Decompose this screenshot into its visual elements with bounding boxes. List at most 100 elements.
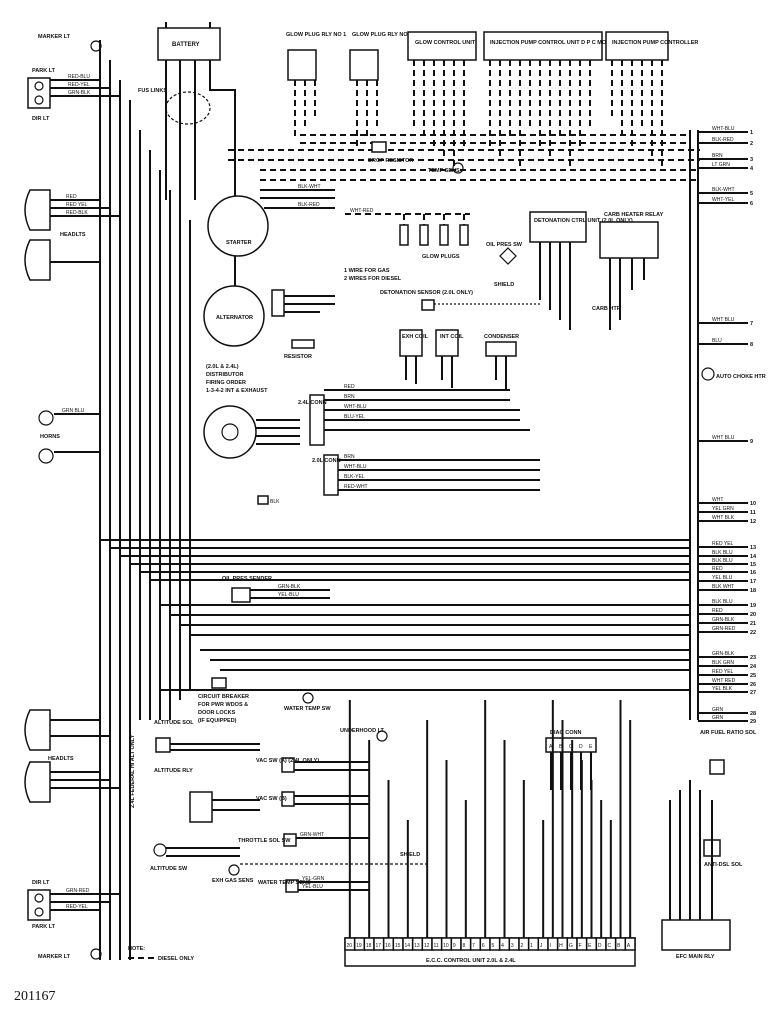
wire-label: RED-BLK (66, 210, 88, 216)
terminal-number: 5 (750, 191, 753, 197)
altitude-sw (153, 843, 167, 857)
alternator-connector (271, 289, 285, 317)
marker-lt-top-label: MARKER LT (38, 34, 71, 40)
terminal-number: 20 (750, 612, 756, 618)
injection-pump-dpc-label: INJECTION PUMP CONTROL UNIT D P C MODULE (490, 40, 621, 46)
carb-heater-relay (599, 221, 659, 259)
terminal-wire-label: LT GRN (712, 162, 730, 168)
terminal-number: 18 (750, 588, 756, 594)
dir-lt-top-label: DIR LT (32, 116, 50, 122)
terminal-number: 29 (750, 719, 756, 725)
terminal-number: 7 (750, 321, 753, 327)
wire-label: GRN-RED (66, 888, 90, 894)
glow-control-unit-label: GLOW CONTROL UNIT (415, 40, 476, 46)
diag-pin-label: A (549, 744, 553, 750)
headlight-lower-1 (24, 709, 51, 751)
headlts-top-label: HEADLTS (60, 232, 86, 238)
shield-label: SHIELD (494, 282, 514, 288)
diag-pin-label: E (589, 744, 593, 750)
glow-plugs-label: GLOW PLUGS (422, 254, 460, 260)
ecu-pin-label: 8 (463, 943, 466, 949)
carb-htr-label: CARB HTR (592, 306, 621, 312)
ecu-pin-label: 16 (385, 943, 391, 949)
headlight-upper-1 (24, 189, 51, 231)
resistor-label: RESISTOR (284, 354, 312, 360)
park-lamp-bottom-icon (34, 907, 44, 917)
horn-1 (38, 410, 54, 426)
diag-pin-label: D (579, 744, 583, 750)
condenser-label: CONDENSER (484, 334, 519, 340)
terminal-number: 21 (750, 621, 756, 627)
wire-label: RED (66, 194, 77, 200)
terminal-wire-label: BLK-WHT (712, 187, 735, 193)
glow-plug-rly-2-label: GLOW PLUG RLY NO 2 (352, 32, 412, 38)
terminal-wire-label: RED (712, 566, 723, 572)
detonation-sensor-label: DETONATION SENSOR (2.0L ONLY) (380, 290, 473, 296)
federal-hi-alt-label: 2.4L FEDERAL HI ALT ONLY (130, 734, 136, 808)
ecu-pin-label: C (608, 943, 612, 949)
wire-label: BLK-WHT (298, 184, 321, 190)
terminal-number: 22 (750, 630, 756, 636)
ecu-pin-label: 12 (424, 943, 430, 949)
conn-2-0l (323, 454, 339, 496)
terminal-number: 9 (750, 439, 753, 445)
detonation-control-unit (529, 211, 587, 243)
battery-label: BATTERY (172, 42, 200, 48)
terminal-wire-label: BLK WHT (712, 584, 734, 590)
temp-sens-label: TEMP SENS (428, 168, 460, 174)
wire-label: RED-WHT (344, 484, 368, 490)
ecu-pin-label: H (559, 943, 563, 949)
ecu-pin-label: 5 (492, 943, 495, 949)
marker-lt-bottom-icon (90, 948, 102, 960)
ecu-pin-label: 13 (414, 943, 420, 949)
terminal-wire-label: WHT BLU (712, 435, 735, 441)
terminal-number: 14 (750, 554, 757, 560)
injection-pump-controller-label: INJECTION PUMP CONTROLLER (612, 40, 698, 46)
distributor-label-4: 1-3-4-2 INT & EXHAUST (206, 388, 268, 394)
terminal-number: 15 (750, 562, 756, 568)
terminal-number: 17 (750, 579, 756, 585)
horns-label: HORNS (40, 434, 60, 440)
terminal-wire-label: GRN-BLK (712, 617, 735, 623)
diag-conn-label: DIAG CONN (550, 730, 582, 736)
circuit-breaker-label-1: CIRCUIT BREAKER (198, 694, 249, 700)
water-temp-sens-label: WATER TEMP SENS (258, 880, 311, 886)
altitude-sol-label: ALTITUDE SOL (154, 720, 194, 726)
terminal-wire-label: GRN (712, 707, 724, 713)
marker-lt-top-icon (90, 40, 102, 52)
fuse-links-group (165, 91, 211, 125)
terminal-wire-label: WHT (712, 497, 723, 503)
park-lamp-top-icon (34, 81, 44, 91)
ecc-control-unit-label: E.C.C. CONTROL UNIT 2.0L & 2.4L (426, 958, 516, 964)
wire-label: GRN-BLK (68, 90, 91, 96)
terminal-number: 26 (750, 682, 756, 688)
terminal-wire-label: BLK GRN (712, 660, 734, 666)
oil-pres-sender (231, 587, 251, 603)
throttle-sol-sw-label: THROTTLE SOL SW (238, 838, 291, 844)
ecu-pin-label: 14 (405, 943, 411, 949)
glow-plug-relay-1 (287, 49, 317, 81)
terminal-wire-label: BLK BLU (712, 599, 733, 605)
terminal-wire-label: WHT-YEL (712, 197, 734, 203)
conn-2-4l-label: 2.4L CONN (298, 400, 327, 406)
horn-2 (38, 448, 54, 464)
terminal-wire-label: GRN-BLK (712, 651, 735, 657)
ecu-pin-label: 15 (395, 943, 401, 949)
distributor-label-3: FIRING ORDER (206, 380, 246, 386)
vac-sw-a-label: VAC SW (A) (2.4L ONLY) (256, 758, 319, 764)
terminal-wire-label: GRN-RED (712, 626, 736, 632)
air-fuel-ratio-sol-label: AIR FUEL RATIO SOL (700, 730, 757, 736)
wire-label: RED-BLU (68, 74, 90, 80)
terminal-number: 10 (750, 501, 756, 507)
air-fuel-ratio-sol (709, 759, 725, 775)
wire-label: RED-YEL (68, 82, 90, 88)
circuit-breaker (211, 677, 227, 689)
conn-2-0l-label: 2.0L CONN (312, 458, 341, 464)
underhood-lt (376, 730, 388, 742)
headlts-bottom-label: HEADLTS (48, 756, 74, 762)
terminal-wire-label: WHT BLU (712, 317, 735, 323)
wire-label: RED-YEL (66, 904, 88, 910)
park-dir-lt-bottom (27, 889, 51, 921)
ecu-pin-label: J (540, 943, 543, 949)
